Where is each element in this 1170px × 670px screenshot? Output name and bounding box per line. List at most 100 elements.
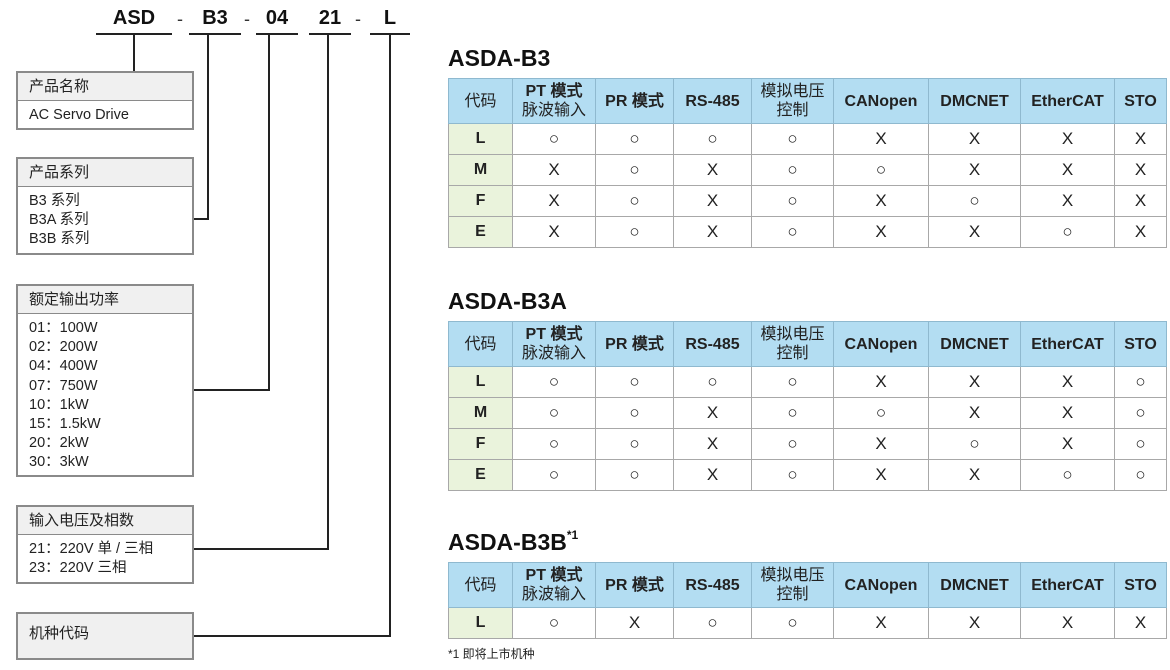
section-title: ASDA-B3 (448, 45, 551, 71)
table-cell: X (928, 216, 1021, 248)
column-header-ethercat: EtherCAT (1020, 321, 1115, 367)
table-cell: X (928, 123, 1021, 155)
connector-line (194, 548, 329, 550)
model-code-series: B3 (202, 7, 228, 29)
table-cell: X (1020, 397, 1115, 429)
box-line: 15：1.5kW (29, 416, 101, 433)
column-header-rs485: RS-485 (673, 321, 752, 367)
column-header-pr: PR 模式 (595, 562, 674, 608)
table-header-row: 代码 PT 模式脉波输入 PR 模式 RS-485 模拟电压控制 CANopen… (448, 562, 1167, 608)
connector-line (194, 218, 209, 220)
connector-line (389, 34, 391, 637)
table-cell: X (1114, 123, 1167, 155)
table-cell: X (673, 185, 752, 217)
model-code-underline (189, 33, 241, 35)
column-header-rs485: RS-485 (673, 78, 752, 124)
table-cell: ○ (512, 607, 596, 639)
column-header-ethercat: EtherCAT (1020, 562, 1115, 608)
table-cell: ○ (595, 397, 674, 429)
model-code-separator: - (244, 9, 250, 29)
model-type-box: 机种代码 (16, 612, 194, 660)
box-line: AC Servo Drive (29, 107, 129, 123)
spec-table: 代码 PT 模式脉波输入 PR 模式 RS-485 模拟电压控制 CANopen… (448, 321, 1167, 491)
table-cell: X (833, 428, 929, 460)
model-code-power: 04 (265, 7, 289, 29)
table-cell: X (833, 216, 929, 248)
table-cell: X (1114, 216, 1167, 248)
table-cell: X (833, 123, 929, 155)
column-header-pr: PR 模式 (595, 321, 674, 367)
column-header-pt: PT 模式脉波输入 (512, 562, 596, 608)
table-cell: ○ (833, 154, 929, 186)
table-cell: ○ (512, 428, 596, 460)
row-code: L (448, 123, 513, 155)
connector-line (194, 389, 270, 391)
table-cell: ○ (1114, 366, 1167, 398)
table-cell: ○ (673, 366, 752, 398)
column-header-analog: 模拟电压控制 (751, 562, 834, 608)
rated-power-box: 额定输出功率 01：100W 02：200W 04：400W 07：750W 1… (16, 284, 194, 477)
box-title: 产品系列 (18, 159, 192, 187)
table-cell: X (673, 428, 752, 460)
box-title: 额定输出功率 (18, 286, 192, 314)
column-header-code: 代码 (448, 78, 513, 124)
table-row: L ○ ○ ○ ○ X X X ○ (448, 366, 1167, 398)
table-cell: ○ (673, 607, 752, 639)
column-header-sto: STO (1114, 321, 1167, 367)
section-title: ASDA-B3B*1 (448, 528, 579, 555)
box-line: 07：750W (29, 377, 98, 394)
table-cell: X (1020, 366, 1115, 398)
table-cell: ○ (512, 459, 596, 491)
column-header-code: 代码 (448, 321, 513, 367)
table-cell: X (512, 185, 596, 217)
table-cell: ○ (1114, 397, 1167, 429)
table-cell: X (1114, 154, 1167, 186)
column-header-dmcnet: DMCNET (928, 321, 1021, 367)
product-series-box: 产品系列 B3 系列 B3A 系列 B3B 系列 (16, 157, 194, 255)
footnote-marker: *1 (566, 528, 579, 543)
column-header-pr: PR 模式 (595, 78, 674, 124)
table-cell: X (673, 459, 752, 491)
box-line: B3A 系列 (29, 212, 89, 229)
row-code: E (448, 459, 513, 491)
table-cell: X (512, 216, 596, 248)
table-cell: ○ (751, 366, 834, 398)
product-name-box: 产品名称 AC Servo Drive (16, 71, 194, 130)
box-title: 产品名称 (18, 73, 192, 101)
column-header-pt: PT 模式脉波输入 (512, 78, 596, 124)
table-cell: ○ (595, 216, 674, 248)
row-code: F (448, 185, 513, 217)
box-line: B3B 系列 (29, 231, 90, 248)
table-cell: X (1020, 428, 1115, 460)
model-code-type: L (383, 7, 397, 29)
table-cell: ○ (751, 185, 834, 217)
box-line: 30：3kW (29, 454, 89, 471)
column-header-sto: STO (1114, 78, 1167, 124)
table-cell: X (833, 185, 929, 217)
column-header-canopen: CANopen (833, 562, 929, 608)
box-line: 02：200W (29, 339, 98, 356)
row-code: L (448, 607, 513, 639)
box-title: 机种代码 (29, 625, 90, 642)
table-row: M X ○ X ○ ○ X X X (448, 154, 1167, 186)
table-cell: ○ (595, 428, 674, 460)
table-cell: X (833, 459, 929, 491)
table-cell: ○ (928, 428, 1021, 460)
table-cell: ○ (751, 428, 834, 460)
row-code: L (448, 366, 513, 398)
box-line: B3 系列 (29, 193, 80, 209)
table-cell: ○ (1020, 459, 1115, 491)
table-cell: X (1020, 123, 1115, 155)
table-cell: ○ (673, 123, 752, 155)
table-header-row: 代码 PT 模式脉波输入 PR 模式 RS-485 模拟电压控制 CANopen… (448, 78, 1167, 124)
table-cell: X (1020, 607, 1115, 639)
table-cell: ○ (751, 123, 834, 155)
column-header-canopen: CANopen (833, 321, 929, 367)
section-title: ASDA-B3A (448, 288, 567, 314)
table-cell: X (928, 397, 1021, 429)
table-cell: ○ (595, 185, 674, 217)
table-cell: X (928, 459, 1021, 491)
table-cell: X (1020, 154, 1115, 186)
column-header-dmcnet: DMCNET (928, 562, 1021, 608)
spec-table: 代码 PT 模式脉波输入 PR 模式 RS-485 模拟电压控制 CANopen… (448, 562, 1167, 639)
